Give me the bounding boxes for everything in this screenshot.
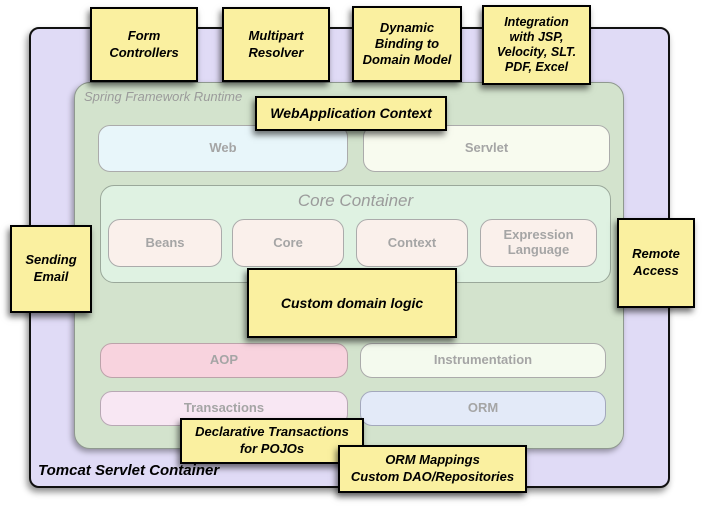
module-context-label: Context xyxy=(387,234,437,250)
module-servlet: Servlet xyxy=(363,125,610,172)
module-web-label: Web xyxy=(209,140,237,156)
note-webapplication-context: WebApplication Context xyxy=(255,96,447,131)
module-orm: ORM xyxy=(360,391,606,426)
module-aop: AOP xyxy=(100,343,348,378)
module-core: Core xyxy=(232,219,344,267)
note-remote-access: Remote Access xyxy=(617,218,695,308)
core-container-box: Core Container Beans Core Context Expres… xyxy=(100,185,611,283)
spring-framework-runtime-box: Spring Framework Runtime Web Servlet Cor… xyxy=(74,82,624,449)
module-transactions-label: Transactions xyxy=(183,400,265,416)
module-context: Context xyxy=(356,219,468,267)
note-remote-access-text: Remote Access xyxy=(632,246,680,278)
module-expression-language: Expression Language xyxy=(480,219,597,267)
module-instrumentation: Instrumentation xyxy=(360,343,606,378)
module-beans: Beans xyxy=(108,219,222,267)
note-form-controllers: Form Controllers xyxy=(90,7,198,82)
spring-framework-runtime-label: Spring Framework Runtime xyxy=(84,89,243,104)
note-declarative-transactions: Declarative Transactions for POJOs xyxy=(180,418,364,464)
note-custom-domain-logic-text: Custom domain logic xyxy=(280,294,424,311)
module-orm-label: ORM xyxy=(467,400,499,416)
note-custom-domain-logic: Custom domain logic xyxy=(247,268,457,338)
module-expression-language-label: Expression Language xyxy=(503,227,574,257)
tomcat-servlet-container-label: Tomcat Servlet Container xyxy=(38,462,220,479)
core-container-label: Core Container xyxy=(297,191,414,210)
module-instrumentation-label: Instrumentation xyxy=(433,352,533,368)
note-view-integration: Integration with JSP, Velocity, SLT. PDF… xyxy=(482,5,591,85)
note-webapplication-context-text: WebApplication Context xyxy=(270,105,432,122)
module-aop-label: AOP xyxy=(209,352,239,368)
module-servlet-label: Servlet xyxy=(464,140,509,156)
note-orm-mappings: ORM Mappings Custom DAO/Repositories xyxy=(338,445,527,493)
note-sending-email: Sending Email xyxy=(10,225,92,313)
note-dynamic-binding-text: Dynamic Binding to Domain Model xyxy=(362,19,452,68)
note-view-integration-text: Integration with JSP, Velocity, SLT. PDF… xyxy=(496,15,577,74)
note-dynamic-binding: Dynamic Binding to Domain Model xyxy=(352,6,462,82)
note-multipart-resolver-text: Multipart Resolver xyxy=(248,27,304,60)
module-web: Web xyxy=(98,125,348,172)
note-declarative-transactions-text: Declarative Transactions for POJOs xyxy=(195,424,349,456)
module-core-label: Core xyxy=(273,234,303,250)
note-sending-email-text: Sending Email xyxy=(25,252,77,284)
note-orm-mappings-text: ORM Mappings Custom DAO/Repositories xyxy=(350,452,515,484)
note-multipart-resolver: Multipart Resolver xyxy=(222,7,330,82)
note-form-controllers-text: Form Controllers xyxy=(109,27,179,60)
module-beans-label: Beans xyxy=(145,234,185,250)
